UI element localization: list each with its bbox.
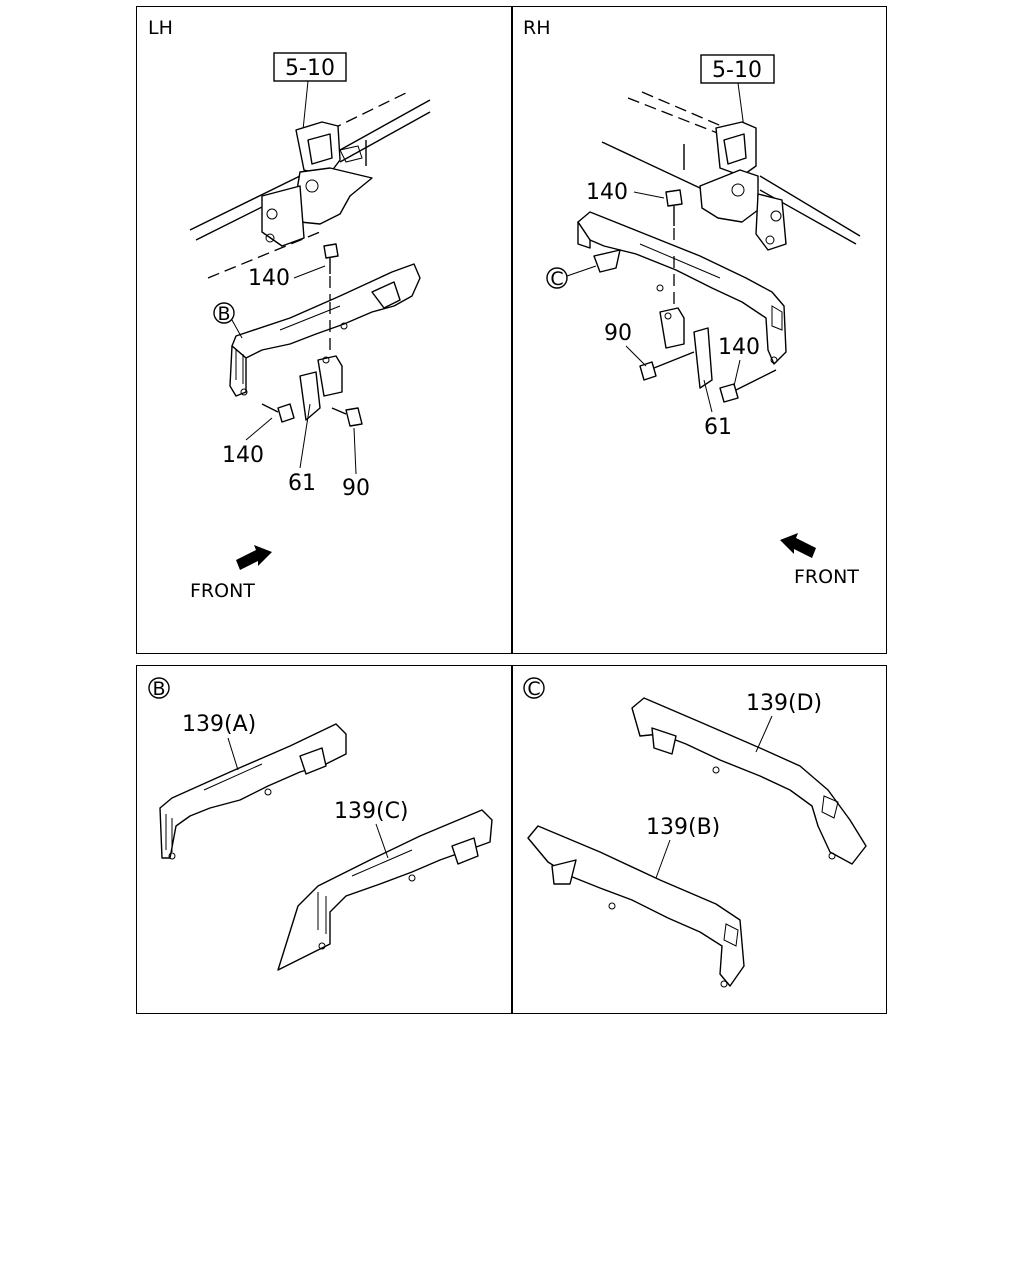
lh-callout-140-lower: 140 — [222, 443, 264, 468]
detail-c-marker-label: C — [527, 678, 540, 700]
lh-callout-90: 90 — [342, 476, 370, 501]
detail-c-leader-139b — [655, 839, 671, 879]
rh-panel: RH 5-10 140 — [523, 17, 861, 588]
lh-leader-140-lower — [245, 417, 273, 441]
detail-b-leader-139c — [375, 823, 389, 859]
top-panel-divider — [511, 6, 513, 654]
rh-front-label: FRONT — [794, 566, 859, 588]
lh-marker-label: B — [217, 303, 230, 325]
lh-front-arrow-icon — [236, 545, 272, 570]
lh-ref-leader — [302, 80, 309, 131]
lh-callout-61: 61 — [288, 471, 316, 496]
lh-engine-mount — [261, 121, 373, 247]
lh-bolt-140-lower — [261, 403, 295, 423]
rh-leader-140-lower — [733, 359, 741, 387]
rh-callout-140-lower: 140 — [718, 335, 760, 360]
rh-callout-61: 61 — [704, 415, 732, 440]
rh-marker-circle — [546, 267, 568, 289]
lh-bolt-90 — [331, 407, 363, 427]
lh-front-label: FRONT — [190, 580, 255, 602]
detail-c-guard-139b — [527, 825, 745, 988]
detail-b-guard-139c — [277, 809, 493, 971]
rh-ref-leader — [737, 82, 745, 129]
lh-bolt-140-top — [323, 243, 339, 300]
lh-marker-circle — [213, 302, 235, 324]
detail-c-marker-circle — [523, 677, 545, 699]
lh-ref-box — [273, 52, 347, 82]
lh-marker-leader — [231, 319, 243, 339]
detail-b-callout-139a: 139(A) — [182, 712, 256, 737]
lh-leader-90 — [353, 427, 357, 475]
detail-c-panel: C 139(D) 139(B) — [523, 677, 867, 988]
lh-mount-bracket-61 — [299, 302, 343, 421]
detail-c-callout-139d: 139(D) — [746, 691, 822, 716]
detail-b-panel: B 139(A) 139(C) — [148, 677, 493, 971]
detail-b-marker-label: B — [152, 678, 165, 700]
rh-marker-label: C — [550, 268, 563, 290]
lh-callout-140-top: 140 — [248, 266, 290, 291]
rh-marker-leader — [566, 265, 597, 277]
rh-bolt-140-lower — [719, 369, 777, 403]
rh-ref-box — [700, 54, 775, 84]
rh-leader-90 — [625, 345, 647, 367]
detail-c-leader-139d — [755, 715, 773, 753]
rh-mount-bracket-61 — [659, 256, 713, 389]
rh-leader-140-top — [633, 191, 665, 199]
rh-guard-bracket — [577, 211, 787, 365]
detail-b-guard-139a — [159, 723, 347, 860]
detail-c-callout-139b: 139(B) — [646, 815, 720, 840]
lh-panel: LH 5-10 — [148, 17, 431, 602]
detail-b-callout-139c: 139(C) — [334, 799, 409, 824]
lh-leader-61 — [299, 403, 311, 469]
rh-callout-140-top: 140 — [586, 180, 628, 205]
lh-ref-box-label: 5-10 — [285, 56, 335, 81]
rh-leader-61 — [703, 379, 713, 413]
detail-b-leader-139a — [227, 737, 239, 771]
bottom-panel-divider — [511, 665, 513, 1014]
rh-bolt-90 — [639, 351, 695, 381]
rh-engine-mount — [683, 121, 787, 251]
rh-callout-90: 90 — [604, 321, 632, 346]
rh-ref-box-label: 5-10 — [712, 58, 762, 83]
rh-front-arrow-icon — [780, 533, 816, 558]
lh-side-label: LH — [148, 17, 173, 39]
detail-c-guard-139d — [631, 697, 867, 865]
rh-side-label: RH — [523, 17, 551, 39]
lh-leader-140-top — [293, 265, 326, 279]
detail-b-marker-circle — [148, 677, 170, 699]
